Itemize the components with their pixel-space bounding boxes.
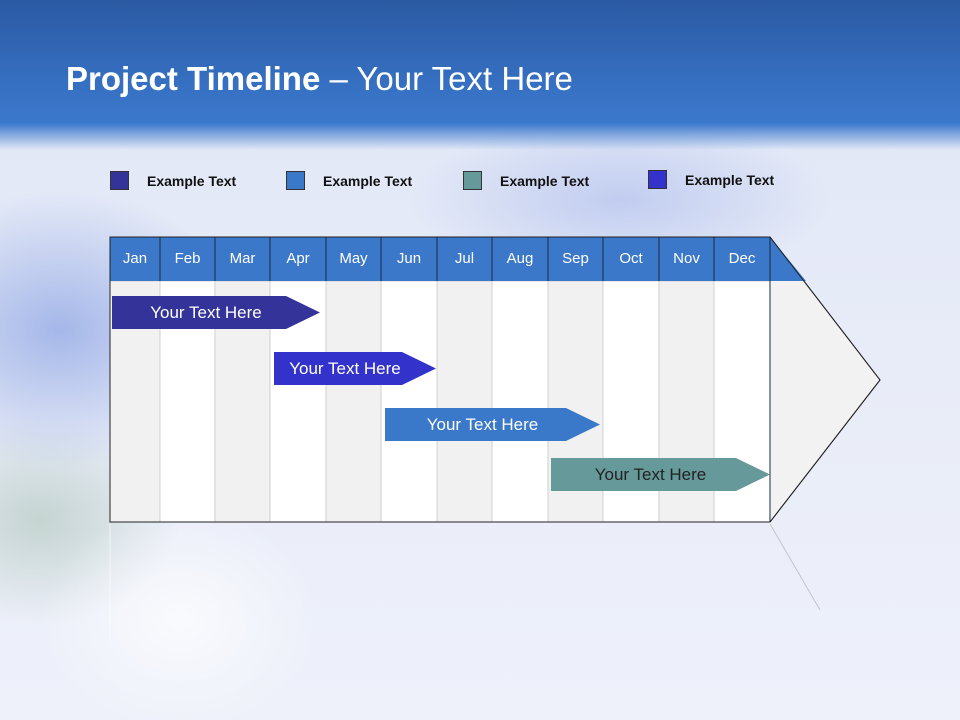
legend-label: Example Text bbox=[685, 171, 775, 188]
month-column bbox=[436, 280, 493, 523]
month-column bbox=[491, 280, 549, 523]
month-column bbox=[380, 280, 438, 523]
legend-item: Example Text bbox=[286, 171, 412, 190]
month-column bbox=[325, 280, 382, 523]
month-header: May bbox=[339, 250, 368, 267]
month-header: Feb bbox=[174, 250, 201, 267]
legend-item: Example Text bbox=[110, 171, 236, 190]
legend-label: Example Text bbox=[500, 172, 590, 189]
task-label: Your Text Here bbox=[289, 359, 401, 378]
task-label: Your Text Here bbox=[594, 465, 707, 484]
task-label: Your Text Here bbox=[426, 415, 539, 434]
legend-swatch bbox=[463, 171, 482, 190]
legend-swatch bbox=[286, 171, 305, 190]
month-header: Sep bbox=[562, 250, 589, 267]
timeline-arrow-outline bbox=[109, 236, 881, 523]
month-header: Apr bbox=[286, 250, 310, 267]
task-arrow: Your Text Here bbox=[112, 296, 320, 329]
legend-swatch bbox=[648, 170, 667, 189]
legend-swatch bbox=[110, 171, 129, 190]
month-header: Jan bbox=[122, 250, 148, 267]
month-header: Jun bbox=[396, 250, 422, 267]
title-band bbox=[0, 0, 960, 150]
month-header: Aug bbox=[506, 250, 534, 267]
month-header: Dec bbox=[728, 250, 756, 267]
task-arrow: Your Text Here bbox=[551, 458, 770, 491]
month-header: Mar bbox=[229, 250, 256, 267]
title-rest: – Your Text Here bbox=[320, 60, 573, 97]
task-arrow: Your Text Here bbox=[385, 408, 600, 441]
legend-label: Example Text bbox=[147, 172, 237, 189]
month-header: Nov bbox=[673, 250, 700, 267]
task-arrow: Your Text Here bbox=[274, 352, 436, 385]
page-title: Project Timeline – Your Text Here bbox=[66, 60, 573, 98]
header-band bbox=[110, 237, 806, 281]
title-bold: Project Timeline bbox=[66, 60, 321, 97]
month-header: Oct bbox=[619, 250, 643, 267]
legend-item: Example Text bbox=[463, 171, 589, 190]
task-label: Your Text Here bbox=[150, 303, 262, 322]
reflection-line bbox=[769, 523, 821, 611]
month-header: Jul bbox=[454, 250, 475, 267]
legend-label: Example Text bbox=[323, 172, 413, 189]
legend-item: Example Text bbox=[648, 170, 774, 189]
